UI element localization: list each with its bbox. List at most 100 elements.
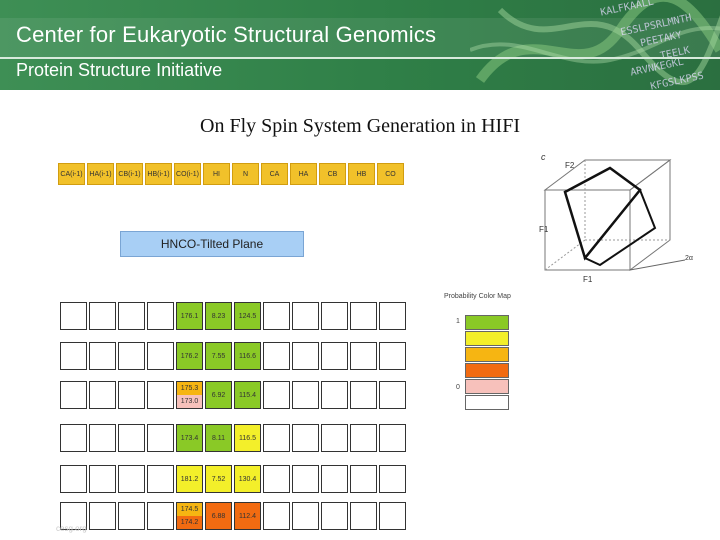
header-banner: KALFKAALL ESSLPSRLMNTH PEETAKY TEELK ARV…	[0, 0, 720, 90]
grid-cell	[118, 302, 145, 330]
legend-swatch	[465, 379, 509, 394]
cube-label-f2: F2	[565, 161, 575, 170]
atom-header-cell: CB	[319, 163, 346, 185]
grid-cell	[60, 302, 87, 330]
grid-cell	[147, 502, 174, 530]
atom-header-cell: N	[232, 163, 259, 185]
grid-cell	[292, 424, 319, 452]
legend-swatch	[465, 315, 509, 330]
grid-subcell: 175.3	[177, 382, 202, 395]
grid-cell	[118, 381, 145, 409]
grid-cell	[263, 302, 290, 330]
grid-cell	[292, 381, 319, 409]
grid-cell	[263, 342, 290, 370]
grid-cell	[60, 465, 87, 493]
grid-cell	[321, 424, 348, 452]
grid-cell	[60, 424, 87, 452]
grid-cell	[89, 465, 116, 493]
grid-subcell: 173.0	[177, 395, 202, 408]
grid-cell	[350, 342, 377, 370]
legend-min-label: 0	[456, 384, 460, 391]
grid-cell	[89, 502, 116, 530]
atom-header-cell: CA(i-1)	[58, 163, 85, 185]
grid-cell	[263, 424, 290, 452]
grid-cell	[263, 465, 290, 493]
grid-cell	[292, 342, 319, 370]
grid-cell: 115.4	[234, 381, 261, 409]
atom-header-cell: CO	[377, 163, 404, 185]
grid-cell: 6.92	[205, 381, 232, 409]
grid-cell	[379, 302, 406, 330]
grid-cell: 7.52	[205, 465, 232, 493]
grid-cell	[118, 465, 145, 493]
atom-header-cell: CB(i-1)	[116, 163, 143, 185]
grid-cell	[118, 342, 145, 370]
grid-cell	[89, 302, 116, 330]
grid-cell: 176.2	[176, 342, 203, 370]
atom-header-cell: CA	[261, 163, 288, 185]
grid-cell	[321, 381, 348, 409]
grid-cell	[118, 502, 145, 530]
grid-cell	[321, 465, 348, 493]
grid-cell	[89, 342, 116, 370]
legend-title: Probability Color Map	[444, 293, 511, 300]
grid-cell	[292, 302, 319, 330]
grid-cell	[60, 381, 87, 409]
atom-header-row: CA(i-1) HA(i-1) CB(i-1) HB(i-1) CO(i-1) …	[58, 163, 406, 185]
grid-cell: 8.23	[205, 302, 232, 330]
grid-cell	[60, 342, 87, 370]
legend-swatch	[465, 331, 509, 346]
grid-cell	[147, 424, 174, 452]
grid-subcell: 174.2	[177, 516, 202, 529]
grid-cell	[350, 502, 377, 530]
protein-ribbon-image	[470, 0, 720, 86]
grid-cell: 8.11	[205, 424, 232, 452]
tilted-plane-cube-diagram: c F2 F1 F1 2α	[539, 152, 693, 284]
grid-cell	[89, 381, 116, 409]
hnco-tilted-plane-box: HNCO-Tilted Plane	[120, 231, 304, 257]
cube-label-c: c	[541, 152, 546, 162]
grid-cell: 181.2	[176, 465, 203, 493]
grid-cell	[379, 381, 406, 409]
grid-cell	[292, 502, 319, 530]
grid-cell: 6.88	[205, 502, 232, 530]
grid-cell	[118, 424, 145, 452]
grid-cell	[263, 502, 290, 530]
grid-cell	[263, 381, 290, 409]
atom-header-cell: HA(i-1)	[87, 163, 114, 185]
grid-cell	[379, 465, 406, 493]
grid-cell	[147, 381, 174, 409]
atom-header-cell: CO(i-1)	[174, 163, 201, 185]
cube-label-f1-bottom: F1	[583, 275, 593, 284]
grid-subcell: 174.5	[177, 503, 202, 516]
atom-header-cell: HI	[203, 163, 230, 185]
cube-label-alpha: 2α	[685, 255, 693, 262]
grid-cell: 124.5	[234, 302, 261, 330]
legend-swatch	[465, 395, 509, 410]
atom-header-cell: HA	[290, 163, 317, 185]
grid-cell	[292, 465, 319, 493]
grid-cell	[147, 342, 174, 370]
grid-cell	[321, 342, 348, 370]
grid-cell	[379, 424, 406, 452]
grid-cell	[147, 465, 174, 493]
header-divider	[0, 57, 720, 59]
grid-cell	[89, 424, 116, 452]
grid-cell	[350, 381, 377, 409]
grid-cell	[350, 465, 377, 493]
grid-cell	[321, 502, 348, 530]
header-title: Center for Eukaryotic Structural Genomic…	[16, 22, 437, 47]
grid-cell: 116.6	[234, 342, 261, 370]
legend-max-label: 1	[456, 318, 460, 325]
grid-cell	[350, 302, 377, 330]
grid-cell	[379, 342, 406, 370]
cube-label-f1-left: F1	[539, 225, 549, 234]
legend-swatch	[465, 347, 509, 362]
grid-cell: 130.4	[234, 465, 261, 493]
